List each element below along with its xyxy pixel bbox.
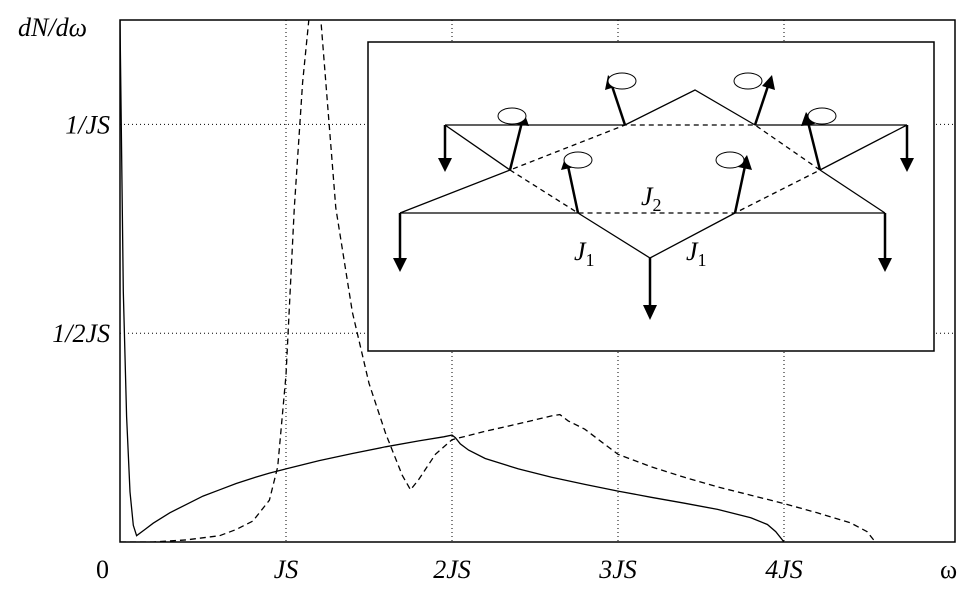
tick-labels: 0 JS 2JS 3JS 4JS 1/2JS 1/JS <box>52 110 803 584</box>
label-j2: J2 <box>641 182 662 215</box>
bond-upper-right <box>819 124 908 171</box>
bond-upper-peak <box>624 89 756 126</box>
series-layer <box>120 20 876 542</box>
x-tick-label: 4JS <box>765 555 803 584</box>
bond-right-diag <box>819 169 886 214</box>
y-axis-title: dN/dω <box>18 13 87 42</box>
label-j1-right: J1 <box>686 237 707 270</box>
spin-cones <box>497 72 837 169</box>
plot-frame <box>119 19 956 543</box>
label-j1-left: J1 <box>574 237 595 270</box>
series-dashed-line <box>120 20 876 542</box>
x-tick-label: 3JS <box>598 555 637 584</box>
y-tick-label: 1/2JS <box>52 319 110 348</box>
bond-upper-left <box>444 124 511 171</box>
x-tick-label: JS <box>274 555 299 584</box>
series-solid-line <box>120 20 785 542</box>
x-tick-label: 2JS <box>433 555 471 584</box>
bond-left-diag <box>399 169 511 214</box>
y-tick-label: 1/JS <box>65 110 110 139</box>
x-axis-title: ω <box>940 555 957 584</box>
inset-spin-diagram: J2 J1 J1 <box>367 41 935 352</box>
x-tick-label: 0 <box>96 555 109 584</box>
